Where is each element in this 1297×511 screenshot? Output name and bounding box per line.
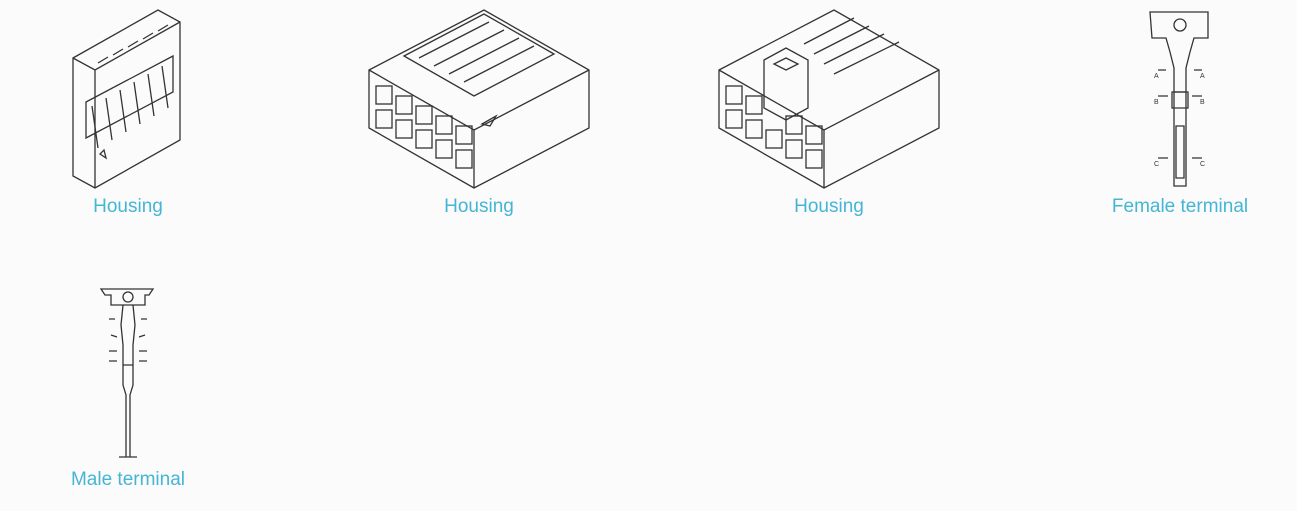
svg-text:A: A bbox=[1200, 73, 1205, 80]
svg-text:B: B bbox=[1200, 99, 1205, 106]
male-terminal-link[interactable]: Male terminal bbox=[70, 469, 186, 490]
svg-text:A: A bbox=[1154, 73, 1159, 80]
product-housing-1[interactable]: Housing bbox=[0, 8, 278, 218]
product-male-terminal[interactable]: Male terminal bbox=[0, 285, 278, 491]
housing-link[interactable]: Housing bbox=[93, 196, 163, 217]
female-terminal-link[interactable]: Female terminal bbox=[1111, 196, 1249, 217]
product-housing-3[interactable]: Housing bbox=[679, 8, 979, 218]
male-terminal-icon bbox=[99, 288, 155, 458]
svg-text:C: C bbox=[1154, 161, 1159, 168]
housing-double-row-icon bbox=[368, 9, 590, 189]
product-female-terminal[interactable]: A A B B C C Female terminal bbox=[1030, 8, 1297, 218]
female-terminal-icon: A A B B C C bbox=[1149, 11, 1209, 187]
housing-link[interactable]: Housing bbox=[444, 196, 514, 217]
housing-single-row-icon bbox=[72, 9, 181, 189]
product-housing-2[interactable]: Housing bbox=[329, 8, 629, 218]
svg-text:B: B bbox=[1154, 99, 1159, 106]
housing-double-row-keyed-icon bbox=[718, 9, 940, 189]
svg-text:C: C bbox=[1200, 161, 1205, 168]
housing-link[interactable]: Housing bbox=[794, 196, 864, 217]
